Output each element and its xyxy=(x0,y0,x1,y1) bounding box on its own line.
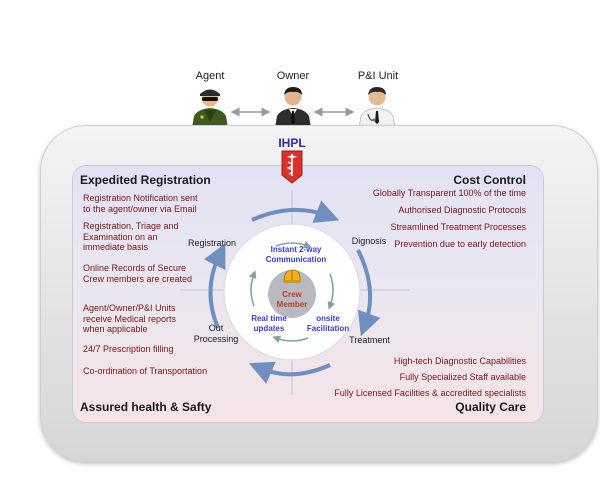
left-item-transportation: Co-ordination of Transportation xyxy=(83,366,208,376)
instant-communication-label: Instant 2-way Communication xyxy=(265,245,327,264)
crew-circle xyxy=(268,270,316,318)
left-item-online-records: Online Records of Secure Crew members ar… xyxy=(83,263,193,284)
ihpl-label: IHPL xyxy=(278,136,306,150)
right-item-diagnostic-protocols: Authorised Diagnostic Protocols xyxy=(398,205,526,215)
left-item-medical-reports: Agent/Owner/P&I Units receive Medical re… xyxy=(83,303,177,334)
cycle-arrow-top xyxy=(251,200,340,223)
onsite-facilitation-label: onsite Facilitation xyxy=(306,314,350,333)
right-item-specialized-staff: Fully Specialized Staff available xyxy=(399,372,526,382)
care-cycle-diagram xyxy=(180,190,410,395)
corner-title-cost-control: Cost Control xyxy=(453,173,526,187)
left-item-prescription-filling: 24/7 Prescription filling xyxy=(83,344,174,354)
phase-treatment: Treatment xyxy=(349,335,390,345)
corner-title-expedited-registration: Expedited Registration xyxy=(80,173,211,187)
owner-avatar-icon xyxy=(275,87,311,128)
agent-avatar-icon xyxy=(192,89,228,128)
cycle-arrow-right xyxy=(356,249,381,337)
pi-unit-avatar-icon xyxy=(358,87,396,128)
phase-diagnosis: Dignosis xyxy=(351,236,387,246)
right-item-early-detection: Prevention due to early detection xyxy=(394,239,526,249)
inner-arrow-top xyxy=(275,240,312,249)
role-label-pi-unit: P&I Unit xyxy=(357,70,399,82)
right-item-licensed-facilities: Fully Licensed Facilities & accredited s… xyxy=(334,388,526,398)
real-time-updates-label: Real time updates xyxy=(251,314,287,333)
right-item-diagnostic-capabilities: High-tech Diagnostic Capabilities xyxy=(393,356,526,366)
crew-member-label: Crew Member xyxy=(276,290,308,309)
crew-helmet-icon xyxy=(283,269,301,283)
inner-arrow-bottom xyxy=(272,335,309,344)
corner-title-assured-health: Assured health & Safty xyxy=(80,400,212,414)
medical-caduceus-icon xyxy=(281,150,303,184)
right-item-treatment-processes: Streamlined Treatment Processes xyxy=(390,222,526,232)
cycle-arrow-bottom xyxy=(249,361,331,384)
cycle-arrow-left xyxy=(203,243,226,329)
phase-out-processing: Out Processing xyxy=(193,323,239,344)
role-label-agent: Agent xyxy=(195,70,225,82)
inner-arrow-left xyxy=(248,270,257,307)
corner-title-quality-care: Quality Care xyxy=(455,400,526,414)
phase-registration: Registration xyxy=(187,238,237,248)
right-item-globally-transparent: Globally Transparent 100% of the time xyxy=(372,188,526,198)
role-label-owner: Owner xyxy=(276,70,310,82)
left-item-triage-examination: Registration, Triage and Examination on … xyxy=(83,221,179,252)
inner-arrow-right xyxy=(327,273,336,310)
left-item-registration-notification: Registration Notification sent to the ag… xyxy=(83,193,198,214)
